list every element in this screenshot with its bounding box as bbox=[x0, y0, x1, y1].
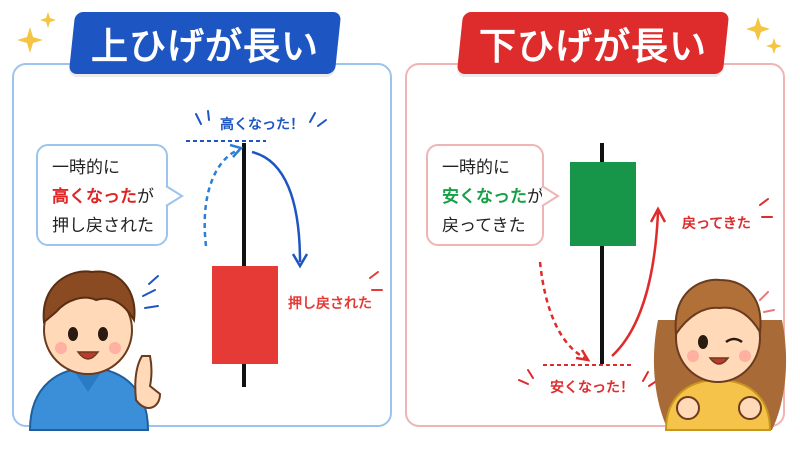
rise-arrow bbox=[203, 148, 239, 247]
sparkle-icon bbox=[17, 12, 782, 54]
bubble-line-2: 高くなったが bbox=[52, 183, 154, 212]
bubble-line-2: 安くなったが bbox=[442, 183, 544, 212]
label-went-high: 高くなった！ bbox=[220, 117, 304, 133]
title-banner-upper-wick: 上ひげが長い bbox=[68, 12, 342, 74]
recovery-arrow bbox=[611, 211, 660, 357]
candle-body-green bbox=[570, 162, 636, 246]
speech-bubble-upper-wick: 一時的に 高くなったが 押し戻された bbox=[36, 144, 168, 246]
label-pushed-back: 押し戻された bbox=[288, 296, 372, 312]
bubble-highlight: 高くなった bbox=[52, 187, 137, 207]
speech-bubble-lower-wick: 一時的に 安くなったが 戻ってきた bbox=[426, 144, 544, 246]
bubble-line-2-rest: が bbox=[527, 187, 544, 207]
pushback-arrow bbox=[251, 150, 302, 263]
bubble-line-1: 一時的に bbox=[442, 158, 510, 178]
bubble-line-3: 押し戻された bbox=[52, 216, 154, 236]
bubble-line-2-rest: が bbox=[137, 187, 154, 207]
bubble-line-3: 戻ってきた bbox=[442, 216, 526, 236]
label-came-back: 戻ってきた bbox=[682, 216, 751, 232]
title-lower-wick: 下ひげが長い bbox=[479, 25, 707, 68]
candle-body-red bbox=[212, 266, 278, 364]
drop-arrow bbox=[538, 261, 586, 360]
label-went-low: 安くなった！ bbox=[550, 380, 634, 396]
bubble-highlight: 安くなった bbox=[442, 187, 527, 207]
title-banner-lower-wick: 下ひげが長い bbox=[456, 12, 730, 74]
bubble-line-1: 一時的に bbox=[52, 158, 120, 178]
title-upper-wick: 上ひげが長い bbox=[91, 25, 319, 68]
